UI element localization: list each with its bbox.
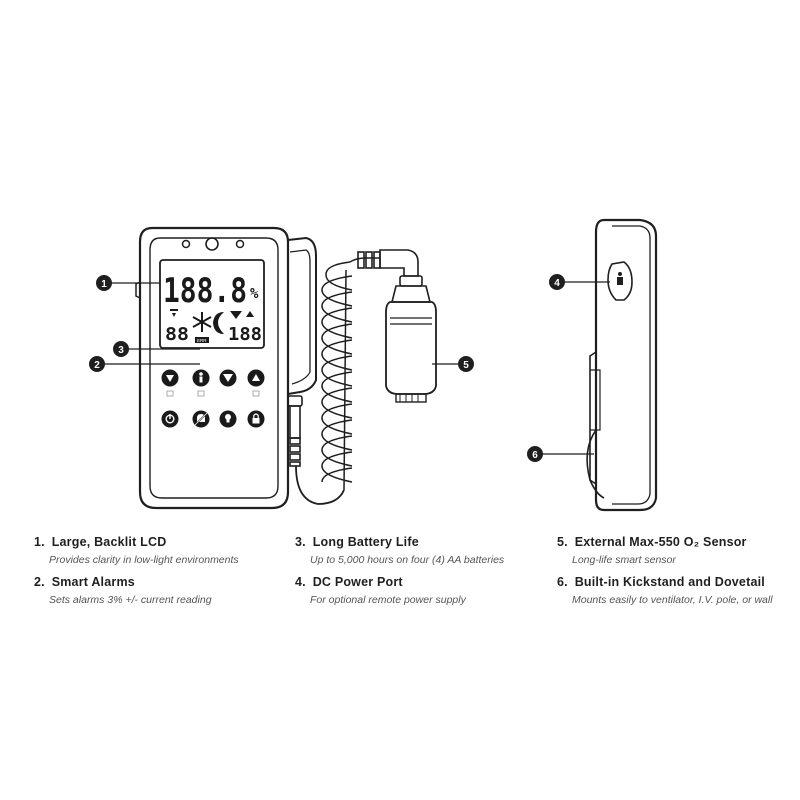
- svg-text:6: 6: [532, 450, 538, 461]
- feature-desc: Mounts easily to ventilator, I.V. pole, …: [572, 594, 773, 606]
- feature-title: 3. Long Battery Life: [295, 535, 419, 549]
- callout-marker-6: 6: [527, 446, 543, 462]
- silence-button[interactable]: [192, 410, 210, 428]
- lcd-low-alarm-indicator: [170, 309, 178, 317]
- feature-title: 6. Built-in Kickstand and Dovetail: [557, 575, 765, 589]
- lcd-main-reading: 188.8: [163, 271, 247, 311]
- svg-text:2: 2: [94, 360, 100, 371]
- side-dc-jack: [607, 261, 633, 301]
- sensor-cable-upper: [349, 257, 380, 263]
- lcd-badge: [195, 337, 209, 343]
- lcd-display: 188.8 % 88 188 ERR: [163, 271, 262, 345]
- feature-desc: Provides clarity in low-light environmen…: [49, 554, 239, 566]
- lock-icon: [252, 413, 260, 424]
- lcd-warning-icon: [230, 311, 242, 319]
- feature-desc: Up to 5,000 hours on four (4) AA batteri…: [310, 554, 505, 566]
- lcd-high-alarm: 188: [228, 324, 262, 345]
- feature-5: 5. External Max-550 O₂ Sensor Long-life …: [557, 535, 800, 566]
- callout-marker-2: 2: [89, 356, 105, 372]
- power-icon: [165, 414, 175, 424]
- sensor-cable-lower: [295, 465, 345, 505]
- external-o2-sensor: [385, 301, 437, 403]
- feature-4: 4. DC Power Port For optional remote pow…: [295, 575, 555, 606]
- device-side-view: [586, 218, 658, 512]
- mode-button[interactable]: [192, 369, 210, 397]
- alarm-select-button[interactable]: [219, 369, 237, 387]
- moon-icon: [213, 312, 224, 334]
- callout-marker-3: 3: [113, 341, 129, 357]
- dovetail: [589, 351, 597, 485]
- callout-marker-1: 1: [96, 275, 112, 291]
- feature-1: 1. Large, Backlit LCD Provides clarity i…: [34, 535, 294, 566]
- feature-desc: Sets alarms 3% +/- current reading: [49, 594, 212, 606]
- feature-title: 1. Large, Backlit LCD: [34, 535, 167, 549]
- kickstand: [586, 429, 605, 499]
- bulb-icon: [225, 414, 231, 423]
- callout-leaders: [104, 281, 610, 455]
- svg-text:5: 5: [463, 360, 469, 371]
- lock-button[interactable]: [247, 410, 265, 428]
- feature-title: 2. Smart Alarms: [34, 575, 135, 589]
- callout-marker-5: 5: [458, 356, 474, 372]
- triangle-down-icon: [223, 374, 233, 382]
- arrow-up-icon: [252, 374, 260, 381]
- svg-text:3: 3: [118, 345, 124, 356]
- feature-desc: For optional remote power supply: [310, 594, 466, 606]
- dc-power-port: [287, 395, 303, 467]
- feature-3: 3. Long Battery Life Up to 5,000 hours o…: [295, 535, 555, 566]
- callout-marker-4: 4: [549, 274, 565, 290]
- backlight-button[interactable]: [219, 410, 237, 428]
- feature-desc: Long-life smart sensor: [572, 554, 676, 566]
- feature-2: 2. Smart Alarms Sets alarms 3% +/- curre…: [34, 575, 294, 606]
- bell-off-icon: [194, 412, 208, 426]
- device-front-view: [135, 226, 317, 510]
- alarm-up-button[interactable]: [247, 369, 265, 397]
- lcd-high-alarm-indicator: [246, 311, 254, 317]
- power-button[interactable]: [161, 410, 179, 428]
- svg-text:1: 1: [101, 279, 107, 290]
- svg-text:4: 4: [554, 278, 560, 289]
- lcd-low-alarm: 88: [165, 324, 189, 345]
- lcd-badge-label: ERR: [197, 338, 207, 343]
- lcd-unit: %: [250, 286, 259, 302]
- snowflake-icon: [192, 312, 212, 332]
- feature-title: 5. External Max-550 O₂ Sensor: [557, 535, 747, 549]
- coiled-cable: [321, 261, 353, 491]
- feature-title: 4. DC Power Port: [295, 575, 403, 589]
- person-icon: [199, 372, 203, 383]
- alarm-down-button[interactable]: [161, 369, 179, 397]
- button-panel: [161, 369, 265, 428]
- feature-6: 6. Built-in Kickstand and Dovetail Mount…: [557, 575, 800, 606]
- arrow-down-icon: [166, 375, 174, 382]
